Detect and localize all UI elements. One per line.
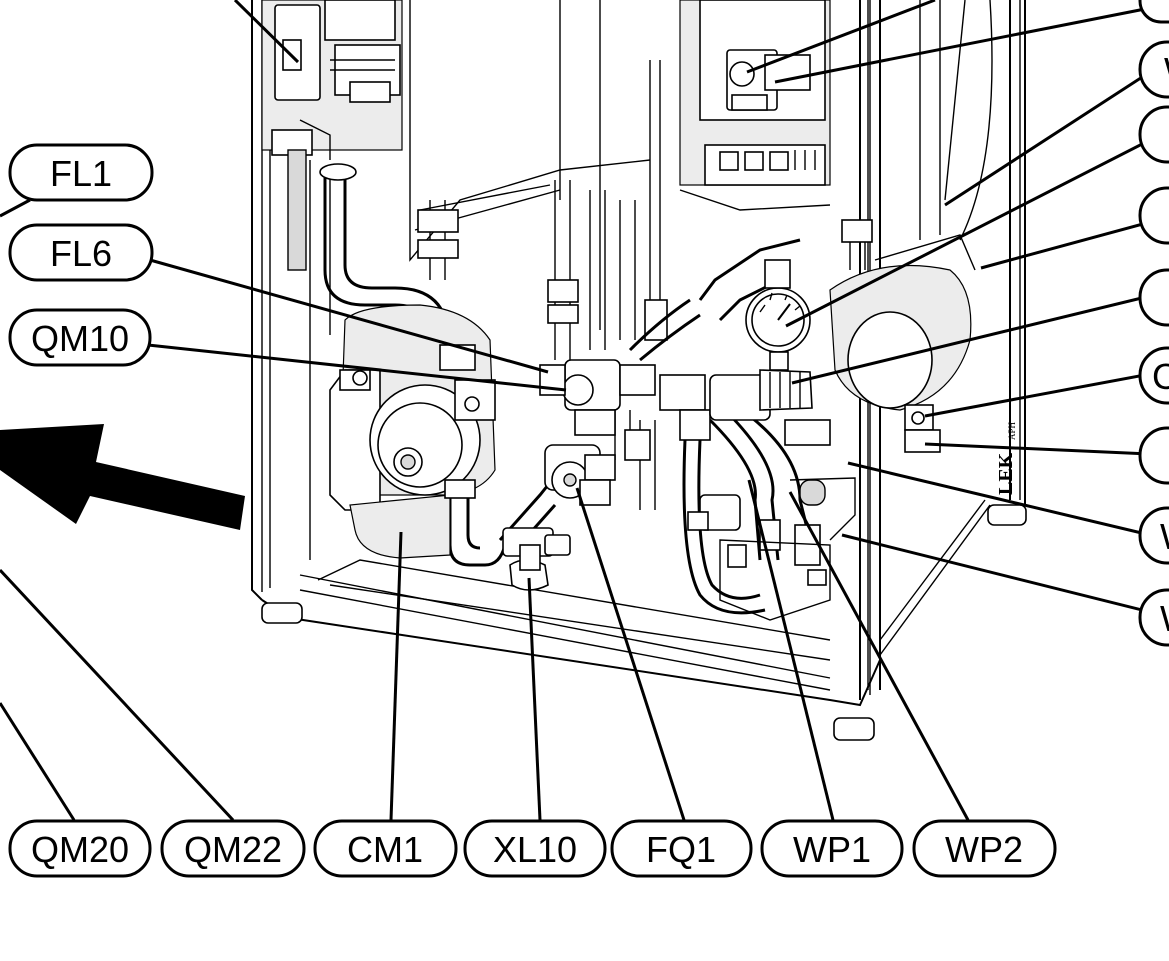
label-wp1: WP1 — [760, 819, 904, 878]
label-right-w2: W — [1138, 506, 1169, 565]
label-fq1-text: FQ1 — [646, 829, 716, 870]
label-fl1-text: FL1 — [50, 153, 112, 194]
label-right-1 — [1138, 0, 1169, 24]
cabinet-frame — [251, 0, 1027, 741]
pipework — [319, 163, 873, 615]
brand-sub: APH — [1007, 421, 1017, 440]
label-right-w2-text: W — [1160, 516, 1169, 557]
label-fl6-text: FL6 — [50, 233, 112, 274]
label-cm1: CM1 — [313, 819, 458, 878]
label-qm10: QM10 — [8, 308, 152, 367]
label-qm20-text: QM20 — [31, 829, 129, 870]
label-xl10: XL10 — [463, 819, 607, 878]
control-box — [679, 0, 831, 211]
circulation-pump — [329, 304, 496, 559]
label-right-c-text: C — [1152, 356, 1169, 397]
brand-stripe: LEK APH — [995, 421, 1017, 495]
arrow-icon — [0, 424, 245, 530]
label-qm20: QM20 — [8, 819, 152, 878]
electrical-panel-left — [261, 0, 403, 271]
label-right-5 — [1138, 268, 1169, 327]
leader-lines — [0, 0, 1151, 822]
label-qm10-text: QM10 — [31, 318, 129, 359]
label-xl10-text: XL10 — [493, 829, 577, 870]
drain-valve — [502, 527, 571, 591]
label-right-w3-text: W — [1160, 598, 1169, 639]
label-wp2: WP2 — [912, 819, 1057, 878]
label-wp1-text: WP1 — [793, 829, 871, 870]
label-right-4 — [1138, 186, 1169, 245]
right-motor — [764, 234, 976, 453]
brand-mark: LEK — [995, 452, 1017, 495]
label-right-w3: W — [1138, 588, 1169, 647]
label-right-3 — [1138, 105, 1169, 164]
label-right-c: C — [1138, 346, 1169, 405]
label-fl6: FL6 — [8, 223, 154, 282]
label-wp2-text: WP2 — [945, 829, 1023, 870]
label-right-2: W — [1138, 40, 1169, 99]
pressure-gauge — [745, 287, 811, 371]
label-qm22: QM22 — [160, 819, 306, 878]
label-right-2-text: W — [1164, 50, 1169, 91]
label-fq1: FQ1 — [610, 819, 753, 878]
label-qm22-text: QM22 — [184, 829, 282, 870]
label-right-7 — [1138, 426, 1169, 485]
label-fl1: FL1 — [8, 143, 154, 202]
label-cm1-text: CM1 — [347, 829, 423, 870]
